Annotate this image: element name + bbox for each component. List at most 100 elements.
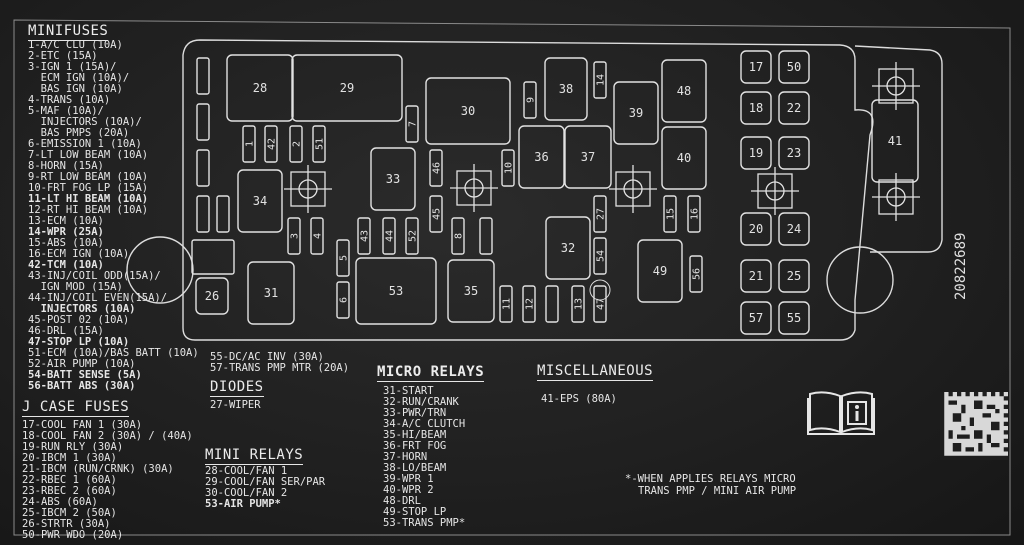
- slot-r53: [355, 257, 437, 325]
- slot-f2: [289, 125, 303, 163]
- micro_relays-item: 35-HI/BEAM: [383, 429, 447, 441]
- mini-relays-heading: MINI RELAYS: [205, 447, 304, 465]
- slot-j23: [778, 136, 810, 170]
- slot-label-r48: 48: [677, 84, 691, 98]
- extra-fuse-57: 57-TRANS PMP MTR (20A): [210, 362, 350, 374]
- slot-f47: [593, 285, 607, 323]
- slot-label-f9: 9: [526, 97, 537, 103]
- slot-f4: [310, 217, 324, 255]
- slot-f7: [405, 105, 419, 143]
- slot-label-j19: 19: [749, 146, 763, 160]
- data-matrix-code: [940, 392, 1008, 460]
- slot-label-j22: 22: [787, 101, 801, 115]
- bolt-crosshair-icon: [609, 165, 657, 213]
- relay-note-line-2: TRANS PMP / MINI AIR PUMP: [638, 485, 797, 497]
- slot-label-f8: 8: [454, 233, 465, 239]
- slot-r48: [661, 59, 707, 123]
- slot-j21: [740, 259, 772, 293]
- slot-label-f52: 52: [408, 230, 419, 242]
- micro_relays-item: 49-STOP LP: [383, 506, 447, 518]
- minifuses-item: 44-INJ/COIL EVEN(15A)/: [28, 292, 168, 304]
- slot-f10: [501, 149, 515, 187]
- slot-r26: [195, 277, 229, 315]
- minifuses-item: ECM IGN (10A)/: [28, 72, 130, 84]
- mini_relays-item: 29-COOL/FAN SER/PAR: [205, 476, 326, 488]
- slot-f12: [522, 285, 536, 323]
- minifuses-item: 12-RT HI BEAM (10A): [28, 204, 149, 216]
- minifuses-item: IGN MOD (15A): [28, 281, 123, 293]
- slot-label-r38: 38: [559, 82, 573, 96]
- jcase-list: 17-COOL FAN 1 (30A)18-COOL FAN 2 (30A) /…: [22, 420, 193, 541]
- minifuses-item: 1-A/C CLU (10A): [28, 39, 123, 51]
- minifuses-item: 3-IGN 1 (15A)/: [28, 61, 117, 73]
- slot-label-r30: 30: [461, 104, 475, 118]
- minifuses-item: 2-ETC (15A): [28, 50, 98, 62]
- slot-r28: [226, 54, 294, 122]
- micro-relays-heading: MICRO RELAYS: [377, 364, 485, 382]
- jcase-item: 18-COOL FAN 2 (30A) / (40A): [22, 430, 193, 442]
- slot-label-r32: 32: [561, 241, 575, 255]
- minifuses-item: 56-BATT ABS (30A): [28, 380, 136, 392]
- micro_relays-item: 53-TRANS PMP*: [383, 517, 466, 529]
- mini_relays-item: 30-COOL/FAN 2: [205, 487, 288, 499]
- bolt-crosshair-icon: [872, 173, 920, 221]
- slot-r31: [247, 261, 295, 325]
- minifuses-item: 16-ECM IGN (10A): [28, 248, 130, 260]
- jcase-heading: J CASE FUSES: [22, 399, 130, 417]
- slot-label-f46: 46: [432, 162, 443, 174]
- jcase-item: 50-PWR WDO (20A): [22, 529, 124, 541]
- slot-label-f56: 56: [692, 268, 703, 280]
- slot-f54: [593, 237, 607, 275]
- micro_relays-item: 37-HORN: [383, 451, 428, 463]
- slot-label-r33: 33: [386, 172, 400, 186]
- minifuses-item: 11-LT HI BEAM (10A): [28, 193, 149, 205]
- slot-f5: [336, 239, 350, 277]
- slot-label-f45: 45: [432, 208, 443, 220]
- minifuses-item: INJECTORS (10A)/: [28, 116, 142, 128]
- jcase-item: 23-RBEC 2 (60A): [22, 485, 117, 497]
- slot-label-j23: 23: [787, 146, 801, 160]
- misc-heading: MISCELLANEOUS: [537, 363, 654, 381]
- slot-j57: [740, 301, 772, 335]
- slot-label-f14: 14: [596, 74, 607, 86]
- spare-slot: [196, 195, 210, 233]
- micro_relays-item: 36-FRT FOG: [383, 440, 447, 452]
- slot-f46: [429, 149, 443, 187]
- slot-label-f15: 15: [666, 208, 677, 220]
- mount-hole-right: [826, 246, 894, 314]
- data-matrix-pattern: [940, 392, 1008, 460]
- slot-label-f44: 44: [385, 230, 396, 242]
- slot-label-f27: 27: [596, 208, 607, 220]
- slot-label-j17: 17: [749, 60, 763, 74]
- lid-outline: [13, 19, 1011, 536]
- micro_relays-item: 31-START: [383, 385, 434, 397]
- main-block-outline: [182, 39, 874, 341]
- slot-j17: [740, 50, 772, 84]
- slot-label-r31: 31: [264, 286, 278, 300]
- micro_relays-item: 40-WPR 2: [383, 484, 434, 496]
- slot-f11: [499, 285, 513, 323]
- mount-hole-left: [126, 236, 194, 304]
- slot-label-r53: 53: [389, 284, 403, 298]
- micro_relays-item: 38-LO/BEAM: [383, 462, 447, 474]
- spare-slot: [196, 149, 210, 187]
- slot-r41: [871, 99, 919, 183]
- slot-r32: [545, 216, 591, 280]
- slot-label-f11: 11: [502, 298, 513, 310]
- slot-r38: [544, 57, 588, 121]
- slot-label-r28: 28: [253, 81, 267, 95]
- slot-f14: [593, 61, 607, 99]
- minifuses-item: 7-LT LOW BEAM (10A): [28, 149, 149, 161]
- slot-label-r40: 40: [677, 151, 691, 165]
- minifuses-list: 1-A/C CLU (10A)2-ETC (15A)3-IGN 1 (15A)/…: [28, 40, 199, 392]
- slot-j18: [740, 91, 772, 125]
- minifuses-item: 6-EMISSION 1 (10A): [28, 138, 142, 150]
- minifuses-item: 51-ECM (10A)/BAS BATT (10A): [28, 347, 199, 359]
- slot-f44: [382, 217, 396, 255]
- minifuses-item: 4-TRANS (10A): [28, 94, 111, 106]
- jcase-item: 26-STRTR (30A): [22, 518, 111, 530]
- relay-note-line-1: *-WHEN APPLIES RELAYS MICRO: [625, 473, 796, 485]
- slot-r30: [425, 77, 511, 145]
- slot-j22: [778, 91, 810, 125]
- slot-label-j20: 20: [749, 222, 763, 236]
